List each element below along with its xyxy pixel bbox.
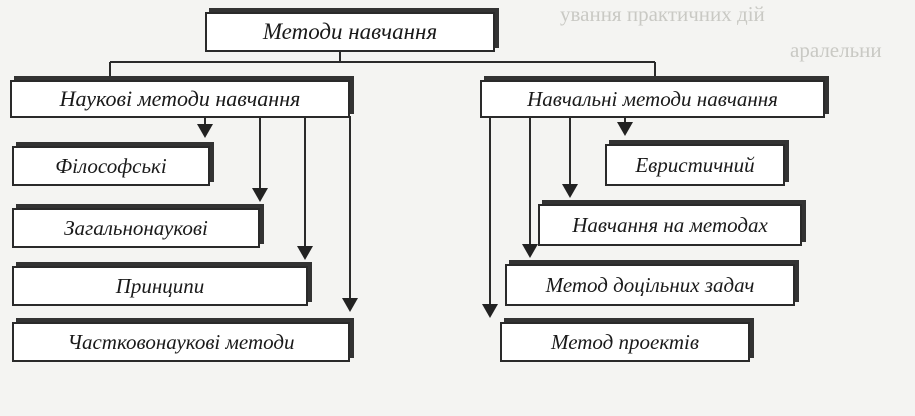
left-item-4: Частковонаукові методи	[12, 322, 350, 362]
right-item-1: Евристичний	[605, 144, 785, 186]
left-item-2: Загальнонаукові	[12, 208, 260, 248]
left-item-1: Філософські	[12, 146, 210, 186]
right-branch-label: Навчальні методи навчання	[527, 86, 778, 111]
left-item-label: Філософські	[55, 153, 167, 178]
left-item-label: Загальнонаукові	[64, 215, 208, 240]
left-item-3: Принципи	[12, 266, 308, 306]
right-item-label: Навчання на методах	[572, 212, 768, 237]
right-item-3: Метод доцільних задач	[505, 264, 795, 306]
right-branch-node: Навчальні методи навчання	[480, 80, 825, 118]
root-node: Методи навчання	[205, 12, 495, 52]
right-item-4: Метод проектів	[500, 322, 750, 362]
left-branch-label: Наукові методи навчання	[59, 86, 301, 111]
right-item-label: Метод проектів	[551, 329, 699, 354]
left-branch-node: Наукові методи навчання	[10, 80, 350, 118]
right-item-label: Метод доцільних задач	[545, 272, 755, 297]
left-item-label: Принципи	[115, 273, 205, 298]
left-item-label: Частковонаукові методи	[67, 329, 295, 354]
background-text: ування практичних дій	[560, 2, 765, 26]
root-label: Методи навчання	[262, 19, 438, 44]
right-item-2: Навчання на методах	[538, 204, 802, 246]
right-item-label: Евристичний	[635, 152, 755, 177]
background-text: аралельни	[790, 38, 882, 62]
